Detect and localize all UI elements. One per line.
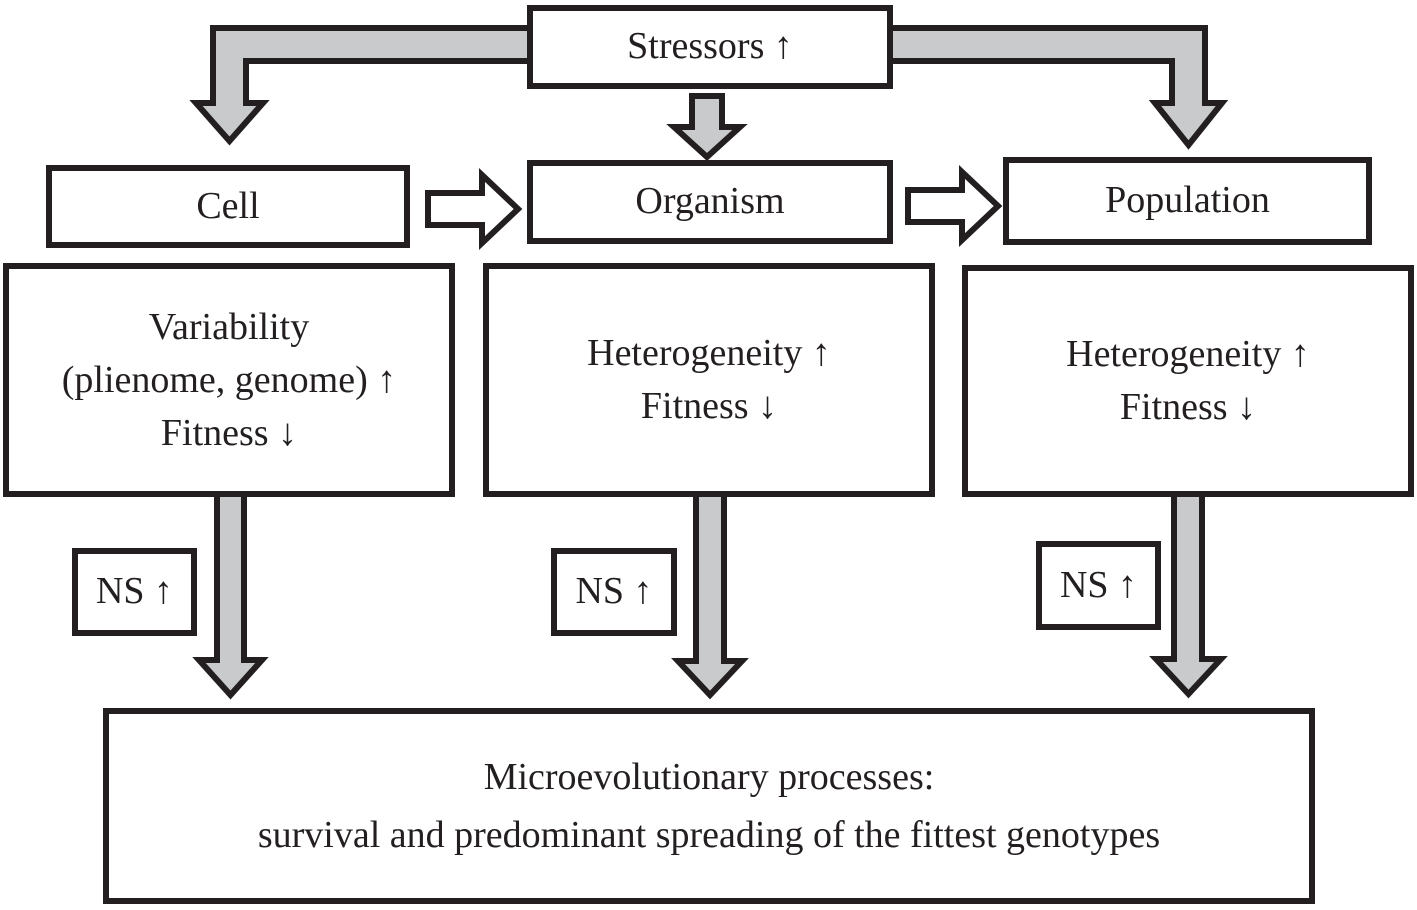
stressors-to-organism-arrow-icon (666, 93, 748, 162)
population-effects-node: Heterogeneity ↑ Fitness ↓ (962, 265, 1414, 497)
ns-cell-label: NS ↑ (95, 570, 174, 613)
population-effect-line-2: Fitness ↓ (1119, 386, 1257, 428)
organism-label: Organism (635, 180, 785, 223)
stressors-node: Stressors ↑ (527, 5, 893, 89)
outcome-line-2: survival and predominant spreading of th… (257, 814, 1161, 856)
population-node: Population (1003, 157, 1372, 245)
cell-effect-line-3: Fitness ↓ (160, 411, 298, 454)
stressors-to-population-arrow-icon (887, 25, 1229, 150)
organism-effect-line-1: Heterogeneity ↑ (587, 332, 831, 374)
population-effect-line-1: Heterogeneity ↑ (1066, 333, 1310, 375)
ns-organism-node: NS ↑ (551, 548, 677, 636)
organism-effects-node: Heterogeneity ↑ Fitness ↓ (483, 263, 935, 497)
population-to-outcome-arrow-icon (1149, 491, 1228, 699)
organism-to-outcome-arrow-icon (671, 491, 749, 700)
cell-label: Cell (196, 184, 260, 227)
organism-node: Organism (527, 160, 893, 244)
organism-to-population-arrow-icon (905, 165, 1003, 247)
organism-effect-line-2: Fitness ↓ (640, 385, 778, 427)
stressors-label: Stressors ↑ (627, 25, 793, 68)
ns-organism-label: NS ↑ (575, 570, 653, 613)
cell-effect-line-2: (plienome, genome) ↑ (61, 358, 397, 401)
cell-effect-line-1: Variability (148, 305, 310, 348)
cell-to-outcome-arrow-icon (192, 491, 269, 700)
cell-to-organism-arrow-icon (425, 168, 523, 250)
ns-population-node: NS ↑ (1036, 541, 1161, 630)
cell-node: Cell (46, 165, 410, 248)
ns-population-label: NS ↑ (1059, 563, 1138, 606)
ns-cell-node: NS ↑ (72, 548, 197, 636)
population-label: Population (1105, 179, 1270, 222)
stressors-to-cell-arrow-icon (189, 25, 538, 146)
outcome-line-1: Microevolutionary processes: (483, 756, 935, 798)
cell-effects-node: Variability (plienome, genome) ↑ Fitness… (3, 263, 455, 497)
outcome-node: Microevolutionary processes: survival an… (103, 708, 1315, 904)
